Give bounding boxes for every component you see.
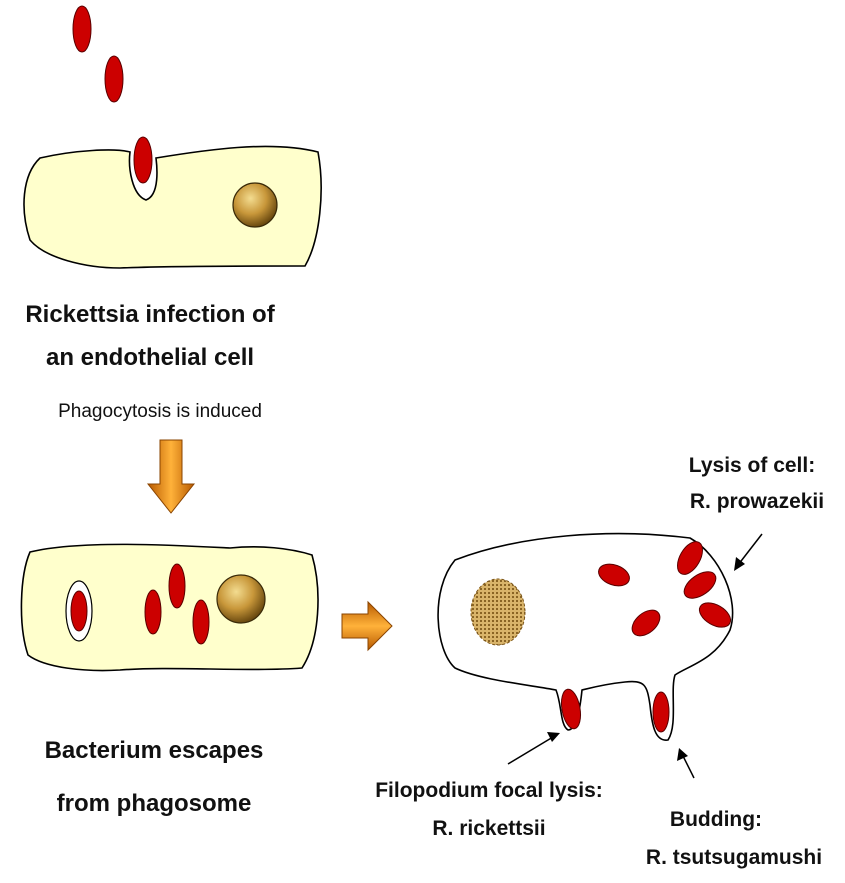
phagosome xyxy=(66,581,92,641)
budding-title: Budding: xyxy=(670,808,762,831)
nucleus-dotted xyxy=(471,579,525,645)
down-arrow-icon xyxy=(148,440,194,513)
bacterium xyxy=(169,564,185,608)
bacterium xyxy=(145,590,161,634)
bacterium xyxy=(193,600,209,644)
step2-line1: Bacterium escapes xyxy=(45,737,264,764)
nucleus xyxy=(217,575,265,623)
pointer-arrow-budding xyxy=(677,748,694,778)
right-arrow-icon xyxy=(342,602,392,650)
step1-title-line2: an endothelial cell xyxy=(46,344,254,371)
filopodium-title: Filopodium focal lysis: xyxy=(375,779,603,802)
bacterium xyxy=(71,591,87,631)
filopodium-species: R. rickettsii xyxy=(432,817,545,840)
lysis-title: Lysis of cell: xyxy=(689,454,815,477)
step1-subtitle: Phagocytosis is induced xyxy=(58,401,262,422)
pointer-arrow-lysis xyxy=(734,534,762,571)
step2-line2: from phagosome xyxy=(57,790,252,817)
bacterium xyxy=(653,692,669,732)
bacterium xyxy=(105,56,123,102)
lysis-species: R. prowazekii xyxy=(690,490,824,513)
budding-species: R. tsutsugamushi xyxy=(646,846,822,869)
step1-title-line1: Rickettsia infection of xyxy=(25,301,275,328)
pointer-arrow-filopodium xyxy=(508,732,560,764)
nucleus xyxy=(233,183,277,227)
bacterium xyxy=(73,6,91,52)
falling-bacteria xyxy=(73,6,123,102)
entering-bacterium xyxy=(134,137,152,183)
